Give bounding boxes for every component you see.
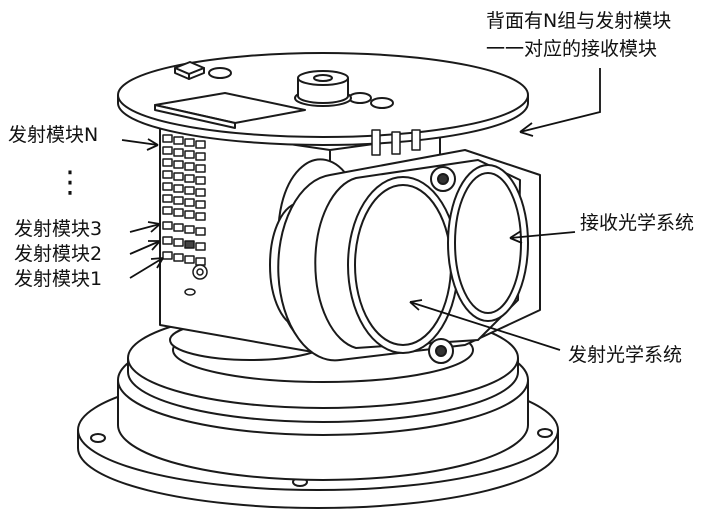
label-receive-optics: 接收光学系统: [580, 212, 695, 234]
label-ellipsis: ⋮: [55, 165, 85, 200]
arrow-emit-optics: [409, 299, 561, 351]
label-back-modules-line1: 背面有N组与发射模块: [486, 10, 672, 32]
label-back-modules-line2: 一一对应的接收模块: [486, 38, 658, 60]
label-emit-module-3: 发射模块3: [14, 218, 103, 240]
label-emit-optics: 发射光学系统: [568, 344, 683, 366]
arrow-back-modules: [519, 68, 601, 137]
emitter-module-stack: [162, 134, 208, 296]
arrow-emit-module-3: [129, 221, 161, 233]
arrow-emit-module-2: [129, 240, 161, 255]
arrow-emit-module-1: [129, 257, 164, 279]
label-emit-module-1: 发射模块1: [14, 268, 103, 290]
label-emit-module-2: 发射模块2: [14, 243, 103, 265]
top-cap: [294, 70, 352, 107]
arrow-emit-module-n: [121, 138, 159, 151]
label-emit-module-n: 发射模块N: [8, 124, 99, 146]
arrow-receive-optics: [509, 230, 576, 244]
standoffs: [371, 129, 421, 156]
